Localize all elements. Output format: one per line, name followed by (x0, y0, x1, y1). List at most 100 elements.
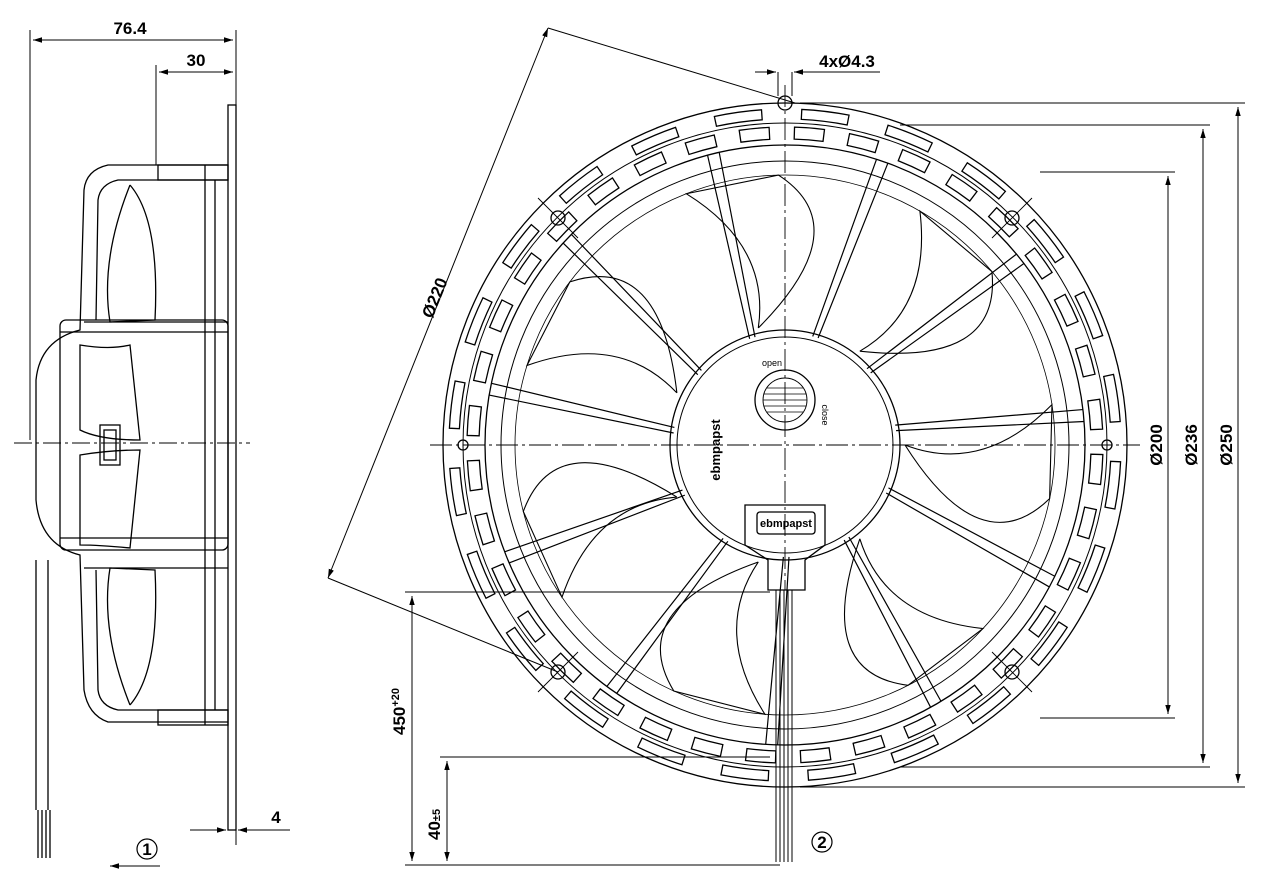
outer-ring-slot (800, 108, 850, 126)
ring-slot (684, 134, 718, 156)
ring-slot (1087, 398, 1104, 431)
ring-slot (1087, 453, 1104, 486)
outer-ring-slot (1077, 544, 1106, 594)
ring-slot (846, 132, 880, 154)
outer-ring-slot (884, 124, 934, 153)
close-label: close (820, 404, 830, 425)
ring-slot (1074, 344, 1096, 378)
connector-brand-logo: ebmpapst (760, 518, 812, 530)
ring-slot (992, 647, 1024, 680)
outer-ring-slot (636, 737, 686, 766)
strip-length-label: 40±5 (425, 809, 444, 840)
outer-ring-slot (1104, 460, 1122, 510)
guard-strut (504, 489, 686, 564)
ring-slot (633, 151, 667, 177)
ring-slot (738, 126, 771, 143)
mounting-hole-top-right (1004, 210, 1020, 226)
overall-depth-label: 76.4 (113, 19, 147, 38)
outer-ring-slot (563, 690, 609, 729)
outer-ring-slot (1025, 218, 1065, 264)
flange-thickness-label: 4 (271, 808, 281, 827)
ring-slot (690, 736, 724, 758)
callout-front-label: 2 (817, 833, 826, 852)
outer-ring-slot (1030, 621, 1069, 667)
mounting-hole-bottom-right (1004, 664, 1020, 680)
ring-slot (950, 684, 983, 714)
ring-slot (793, 126, 826, 143)
ring-slot (592, 688, 626, 717)
mounting-hole-top-left (550, 210, 566, 226)
callout-circle-side (136, 838, 158, 860)
outer-ring-slot (449, 467, 468, 517)
outer-ring-slot (966, 685, 1012, 725)
front-view-dimensions (327, 27, 1245, 866)
housing-profile (35, 164, 228, 723)
impeller-blade (843, 538, 985, 686)
outer-ring-slot (1074, 290, 1104, 340)
ring-slot (474, 512, 496, 546)
ring-slot (744, 747, 777, 764)
callout-side-label: 1 (142, 840, 151, 859)
ring-slot (1076, 506, 1098, 540)
ring-slot (587, 176, 620, 206)
side-view-dimensions (29, 30, 290, 869)
inner-ring-diameter-label: Ø236 (1182, 424, 1201, 466)
outer-ring-slot (720, 764, 770, 782)
guard-strut (866, 253, 1025, 374)
guard-strut (489, 382, 675, 434)
ring-slot (466, 404, 483, 437)
ring-slot (944, 173, 978, 202)
ring-slot (546, 210, 578, 243)
guard-strut (606, 537, 729, 694)
outer-ring-slot (713, 109, 763, 128)
ring-slot (1024, 247, 1054, 280)
ring-slot (639, 716, 673, 742)
outer-ring-slot (890, 734, 940, 764)
bolt-circle-label: Ø220 (418, 275, 451, 321)
impeller-blade (904, 403, 1053, 523)
ring-slot (550, 652, 583, 684)
guard-strut (562, 233, 702, 376)
guard-strut (706, 152, 756, 339)
hub-brand-logo: ebmpapst (708, 419, 723, 481)
housing-depth-label: 30 (187, 51, 206, 70)
guard-strut (895, 408, 1085, 432)
ring-slot (852, 734, 886, 756)
ring-slot (516, 610, 546, 643)
ring-slot (472, 350, 494, 384)
connector-housing (744, 504, 826, 591)
guard-strut (765, 556, 790, 745)
front-view (430, 85, 1140, 862)
outer-ring-slot (961, 161, 1007, 200)
guard-strut (843, 536, 942, 708)
impeller-blade (522, 462, 678, 599)
ring-slot (1028, 604, 1057, 638)
impeller-blade (659, 561, 767, 716)
open-label: open (762, 358, 782, 368)
outer-diameter-label: Ø250 (1217, 424, 1236, 466)
outer-ring-slot (558, 165, 604, 205)
ring-slot (897, 148, 931, 174)
impeller-blade (525, 276, 678, 394)
outer-ring-slot (1102, 373, 1121, 423)
impeller-blade (684, 174, 815, 329)
impeller-blades (522, 174, 1053, 716)
guard-struts (489, 152, 1085, 745)
impeller-blade (859, 209, 994, 354)
guard-strut (885, 487, 1056, 588)
side-view (14, 104, 250, 858)
hole-pattern-label: 4xØ4.3 (819, 52, 875, 71)
ring-slot (1056, 557, 1082, 591)
outer-ring-slot (505, 626, 545, 672)
outer-ring-slot (630, 126, 680, 156)
outer-ring-slot (807, 762, 857, 781)
flange-plate (227, 104, 237, 831)
ring-slot (1053, 293, 1079, 327)
outer-ring-slot (448, 380, 466, 430)
mounting-hole-bottom-left (550, 664, 566, 680)
ring-slot (903, 713, 937, 739)
callout-circle-front (811, 831, 833, 853)
ring-slot (987, 206, 1019, 238)
cable-length-label: 450+20 (390, 688, 409, 735)
